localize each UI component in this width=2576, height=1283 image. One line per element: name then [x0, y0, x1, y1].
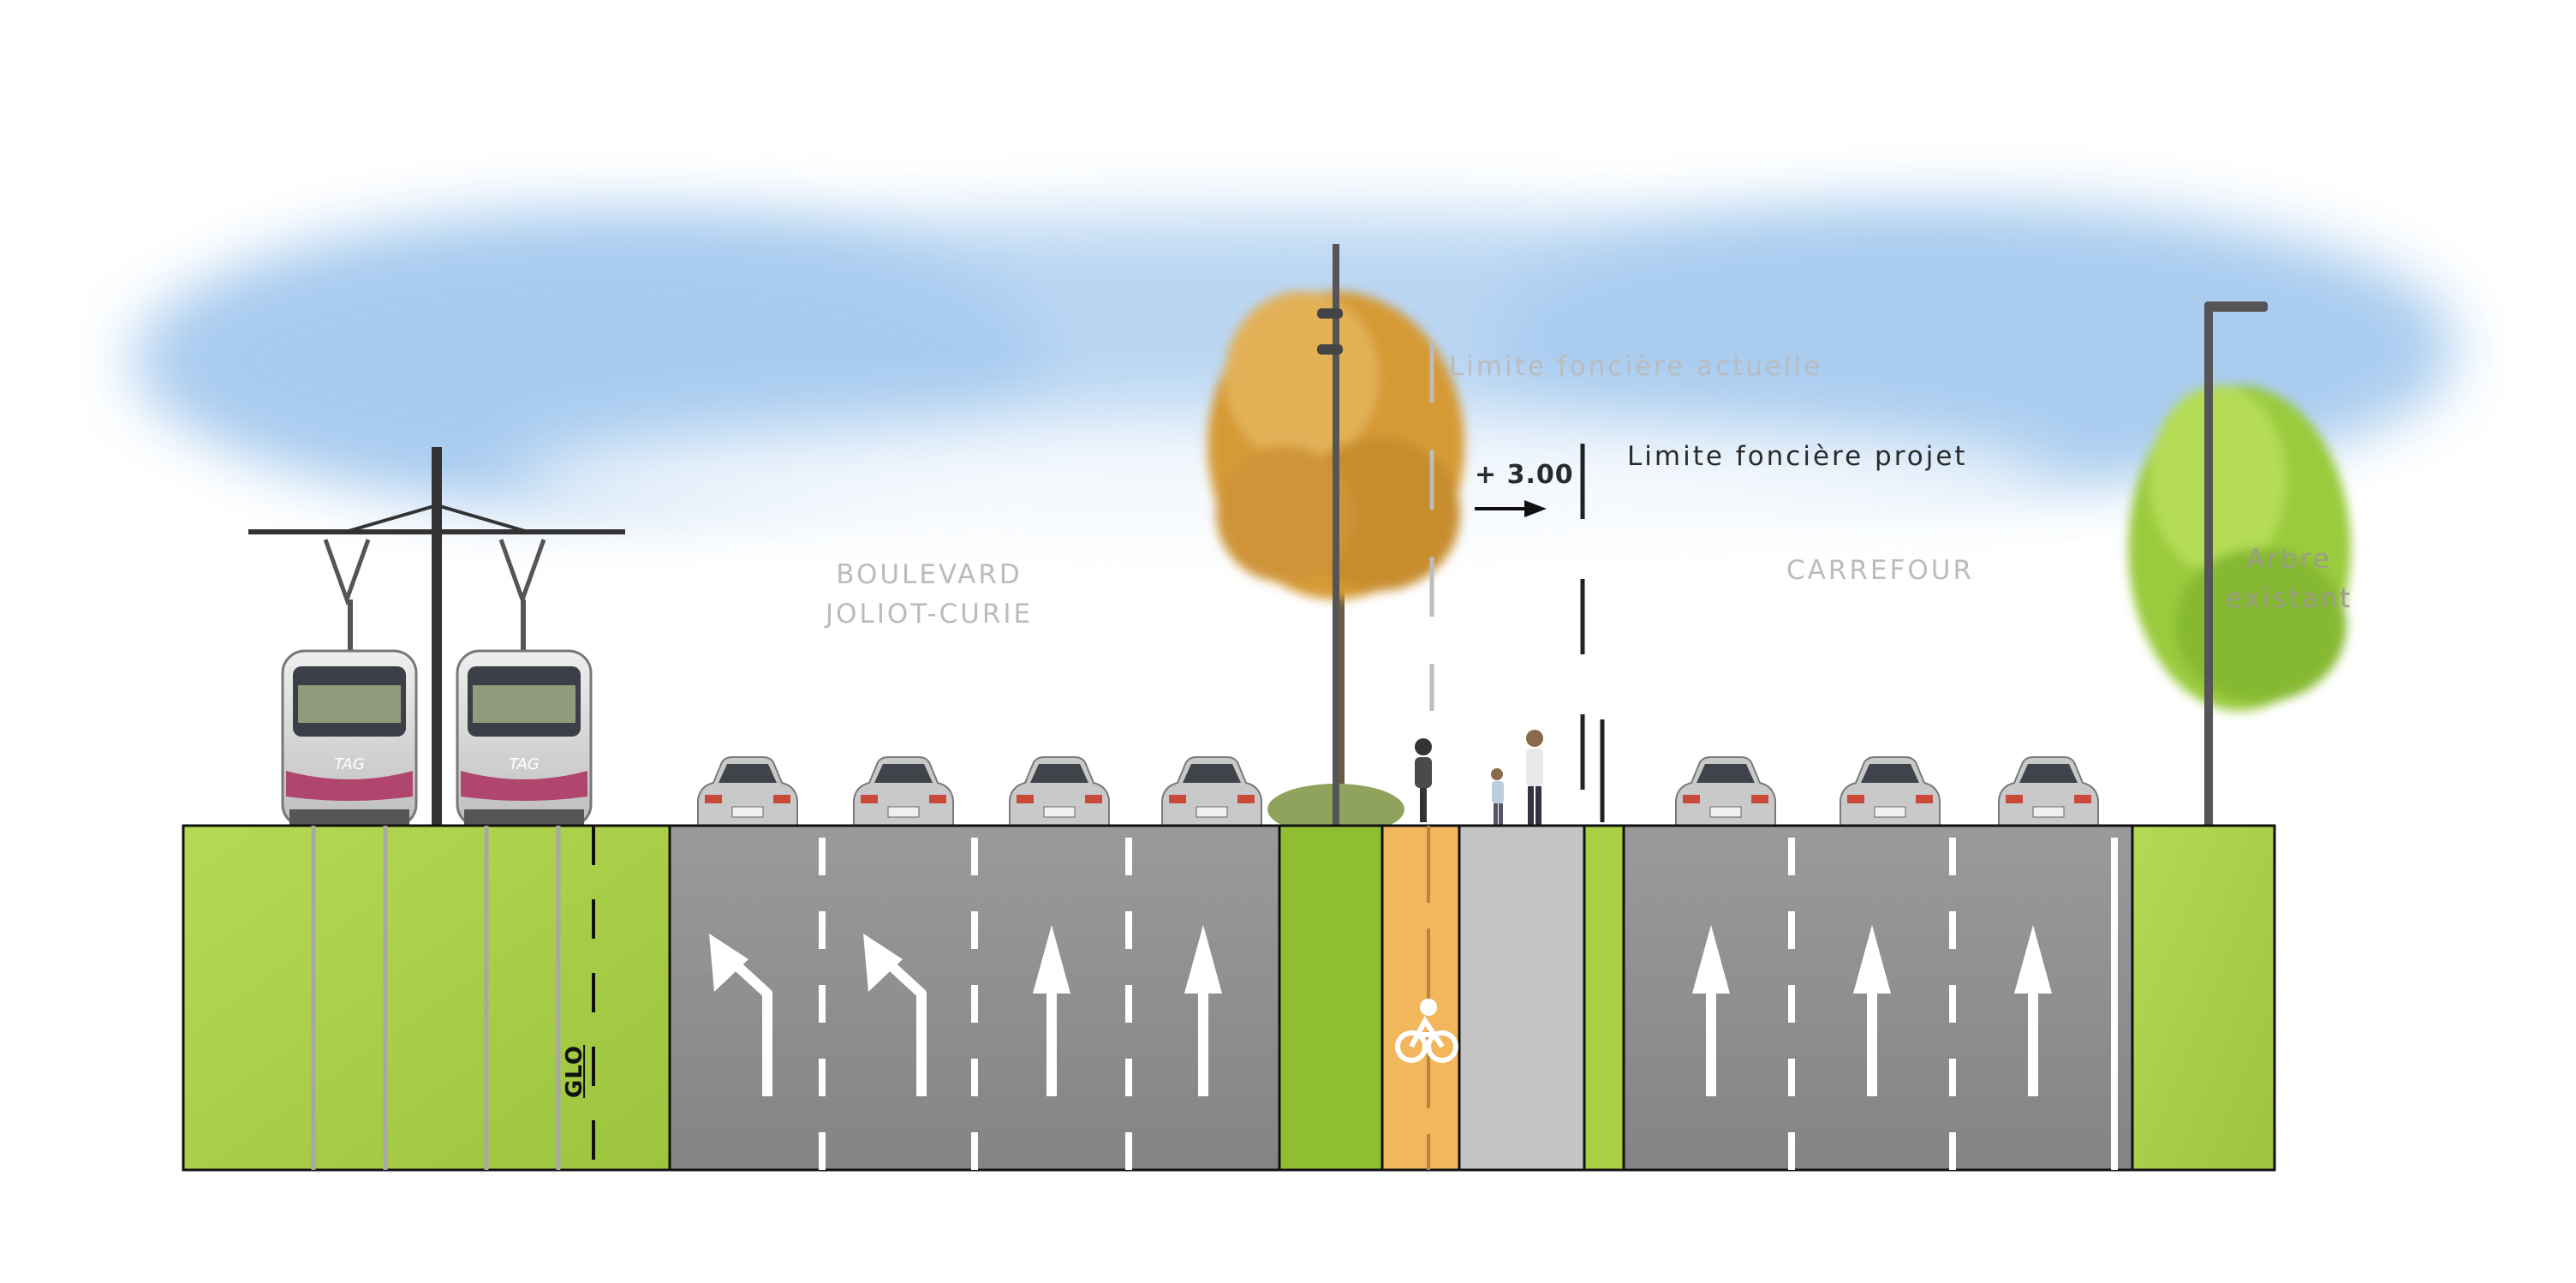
arbre-label-line1: Arbre	[2246, 544, 2332, 575]
bike-lane	[1380, 824, 1461, 1172]
offset-label: + 3.00	[1475, 460, 1574, 490]
car-1	[697, 756, 798, 837]
tram-left	[281, 649, 418, 828]
car-5	[1675, 756, 1776, 837]
green-tree	[2128, 385, 2351, 711]
cyclist	[1415, 738, 1432, 822]
arbre-label-line2: existant	[2225, 583, 2353, 614]
tram-logo-left: TAG	[334, 755, 365, 773]
boulevard-label: BOULEVARD JOLIOT-CURIE	[814, 555, 1045, 634]
offset-arrow	[1475, 500, 1547, 517]
tram-logo-right: TAG	[509, 755, 540, 773]
catenary-pole	[248, 447, 625, 832]
limite-actuelle-label: Limite foncière actuelle	[1449, 351, 1823, 382]
tram-platform-grass	[182, 824, 671, 1172]
street-lamp	[2204, 301, 2268, 832]
carrefour-label: CARREFOUR	[1786, 555, 1974, 586]
car-6	[1840, 756, 1941, 837]
boulevard-label-line2: JOLIOT-CURIE	[825, 599, 1034, 630]
arbre-existant-label: Arbre existant	[2208, 540, 2370, 618]
verge-grass	[1583, 824, 1625, 1172]
camera-pole	[1317, 244, 1343, 835]
pedestrians	[1491, 730, 1543, 829]
glo-label: GLO	[562, 1044, 588, 1099]
median-grass	[1278, 824, 1384, 1172]
roadway-carrefour	[1622, 824, 2134, 1172]
car-2	[853, 756, 954, 837]
ground-section	[182, 824, 2276, 1172]
limite-projet-label: Limite foncière projet	[1627, 441, 1968, 472]
car-3	[1009, 756, 1110, 837]
lane-markings	[819, 838, 1956, 1170]
tram-right	[456, 649, 593, 828]
car-7	[1998, 756, 2099, 837]
limite-projet-line	[1580, 444, 1605, 822]
right-grass	[2131, 824, 2276, 1172]
sidewalk	[1458, 824, 1586, 1172]
car-4	[1161, 756, 1262, 837]
tram-rails	[311, 826, 561, 1170]
boulevard-label-line1: BOULEVARD	[836, 559, 1023, 590]
bicycle-icon	[1395, 999, 1458, 1063]
